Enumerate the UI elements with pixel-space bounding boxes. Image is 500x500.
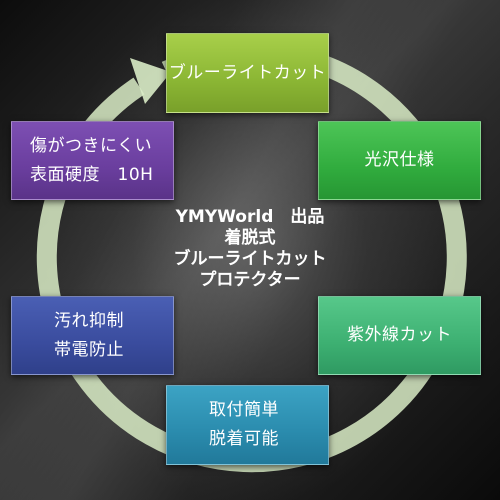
feature-box-uv-cut: 紫外線カット bbox=[318, 296, 481, 375]
feature-label: 光沢仕様 bbox=[364, 150, 435, 171]
center-caption-line4: プロテクター bbox=[199, 270, 301, 290]
feature-label-line1: 傷がつきにくい bbox=[30, 136, 153, 157]
feature-box-easy-install: 取付簡単 脱着可能 bbox=[166, 385, 329, 465]
cycle-arc bbox=[36, 42, 467, 473]
center-caption: YMYWorld 出品 着脱式 ブルーライトカット プロテクター bbox=[150, 207, 350, 297]
feature-label-line1: 汚れ抑制 bbox=[54, 311, 124, 332]
feature-box-antistatic: 汚れ抑制 帯電防止 bbox=[11, 296, 174, 375]
feature-label-line1: 取付簡単 bbox=[209, 400, 279, 421]
center-caption-line3: ブルーライトカット bbox=[173, 249, 327, 269]
feature-label-line2: 表面硬度 10H bbox=[30, 164, 154, 185]
feature-label-line2: 脱着可能 bbox=[209, 429, 279, 450]
cycle-arrowhead bbox=[130, 58, 171, 104]
feature-box-scratch-resistant: 傷がつきにくい 表面硬度 10H bbox=[11, 121, 174, 200]
center-caption-line1: YMYWorld 出品 bbox=[175, 207, 325, 227]
feature-label-line2: 帯電防止 bbox=[54, 339, 124, 360]
feature-label: 紫外線カット bbox=[347, 325, 452, 346]
feature-box-glossy: 光沢仕様 bbox=[318, 121, 481, 200]
feature-box-blue-light-cut: ブルーライトカット bbox=[166, 33, 329, 113]
center-caption-line2: 着脱式 bbox=[224, 228, 276, 248]
feature-label: ブルーライトカット bbox=[168, 62, 327, 83]
